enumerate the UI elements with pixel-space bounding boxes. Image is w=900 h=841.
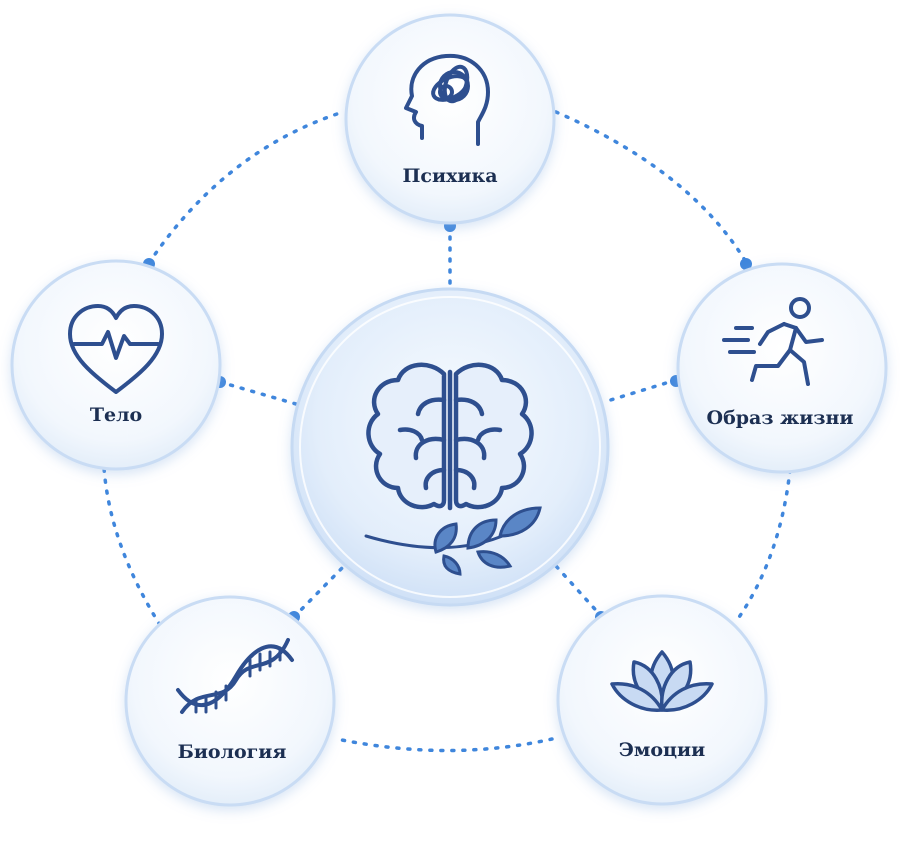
node-biology: Биология — [124, 595, 336, 807]
node-emotions-label: Эмоции — [619, 739, 706, 761]
spoke-connectors — [218, 224, 678, 619]
dna-icon — [176, 638, 294, 714]
running-person-icon — [722, 297, 824, 386]
spoke-body — [218, 380, 298, 406]
node-lifestyle: Образ жизни — [676, 262, 888, 474]
spoke-lifestyle — [602, 378, 678, 404]
node-body-label: Тело — [90, 404, 142, 426]
node-emotions: Эмоции — [556, 594, 768, 806]
connector-body-psyche — [147, 110, 345, 265]
node-biology-label: Биология — [178, 741, 287, 763]
head-mind-icon — [404, 53, 490, 146]
connector-lifestyle-emotions — [733, 468, 792, 625]
connector-psyche-lifestyle — [554, 110, 748, 264]
spoke-emotions — [554, 564, 604, 619]
node-psyche-label: Психика — [402, 165, 497, 187]
center-node — [290, 287, 610, 607]
node-psyche: Психика — [344, 13, 556, 225]
node-lifestyle-label: Образ жизни — [707, 407, 854, 429]
ring-connectors — [102, 110, 792, 753]
connector-biology-body — [102, 466, 162, 627]
dot — [740, 258, 752, 270]
spoke-biology — [292, 563, 347, 619]
connector-emotions-biology — [335, 737, 554, 753]
brain-icon — [366, 362, 534, 511]
leaf-branch-icon — [364, 506, 542, 576]
lotus-icon — [610, 650, 714, 712]
heart-pulse-icon — [68, 304, 164, 394]
node-body: Тело — [10, 259, 222, 471]
